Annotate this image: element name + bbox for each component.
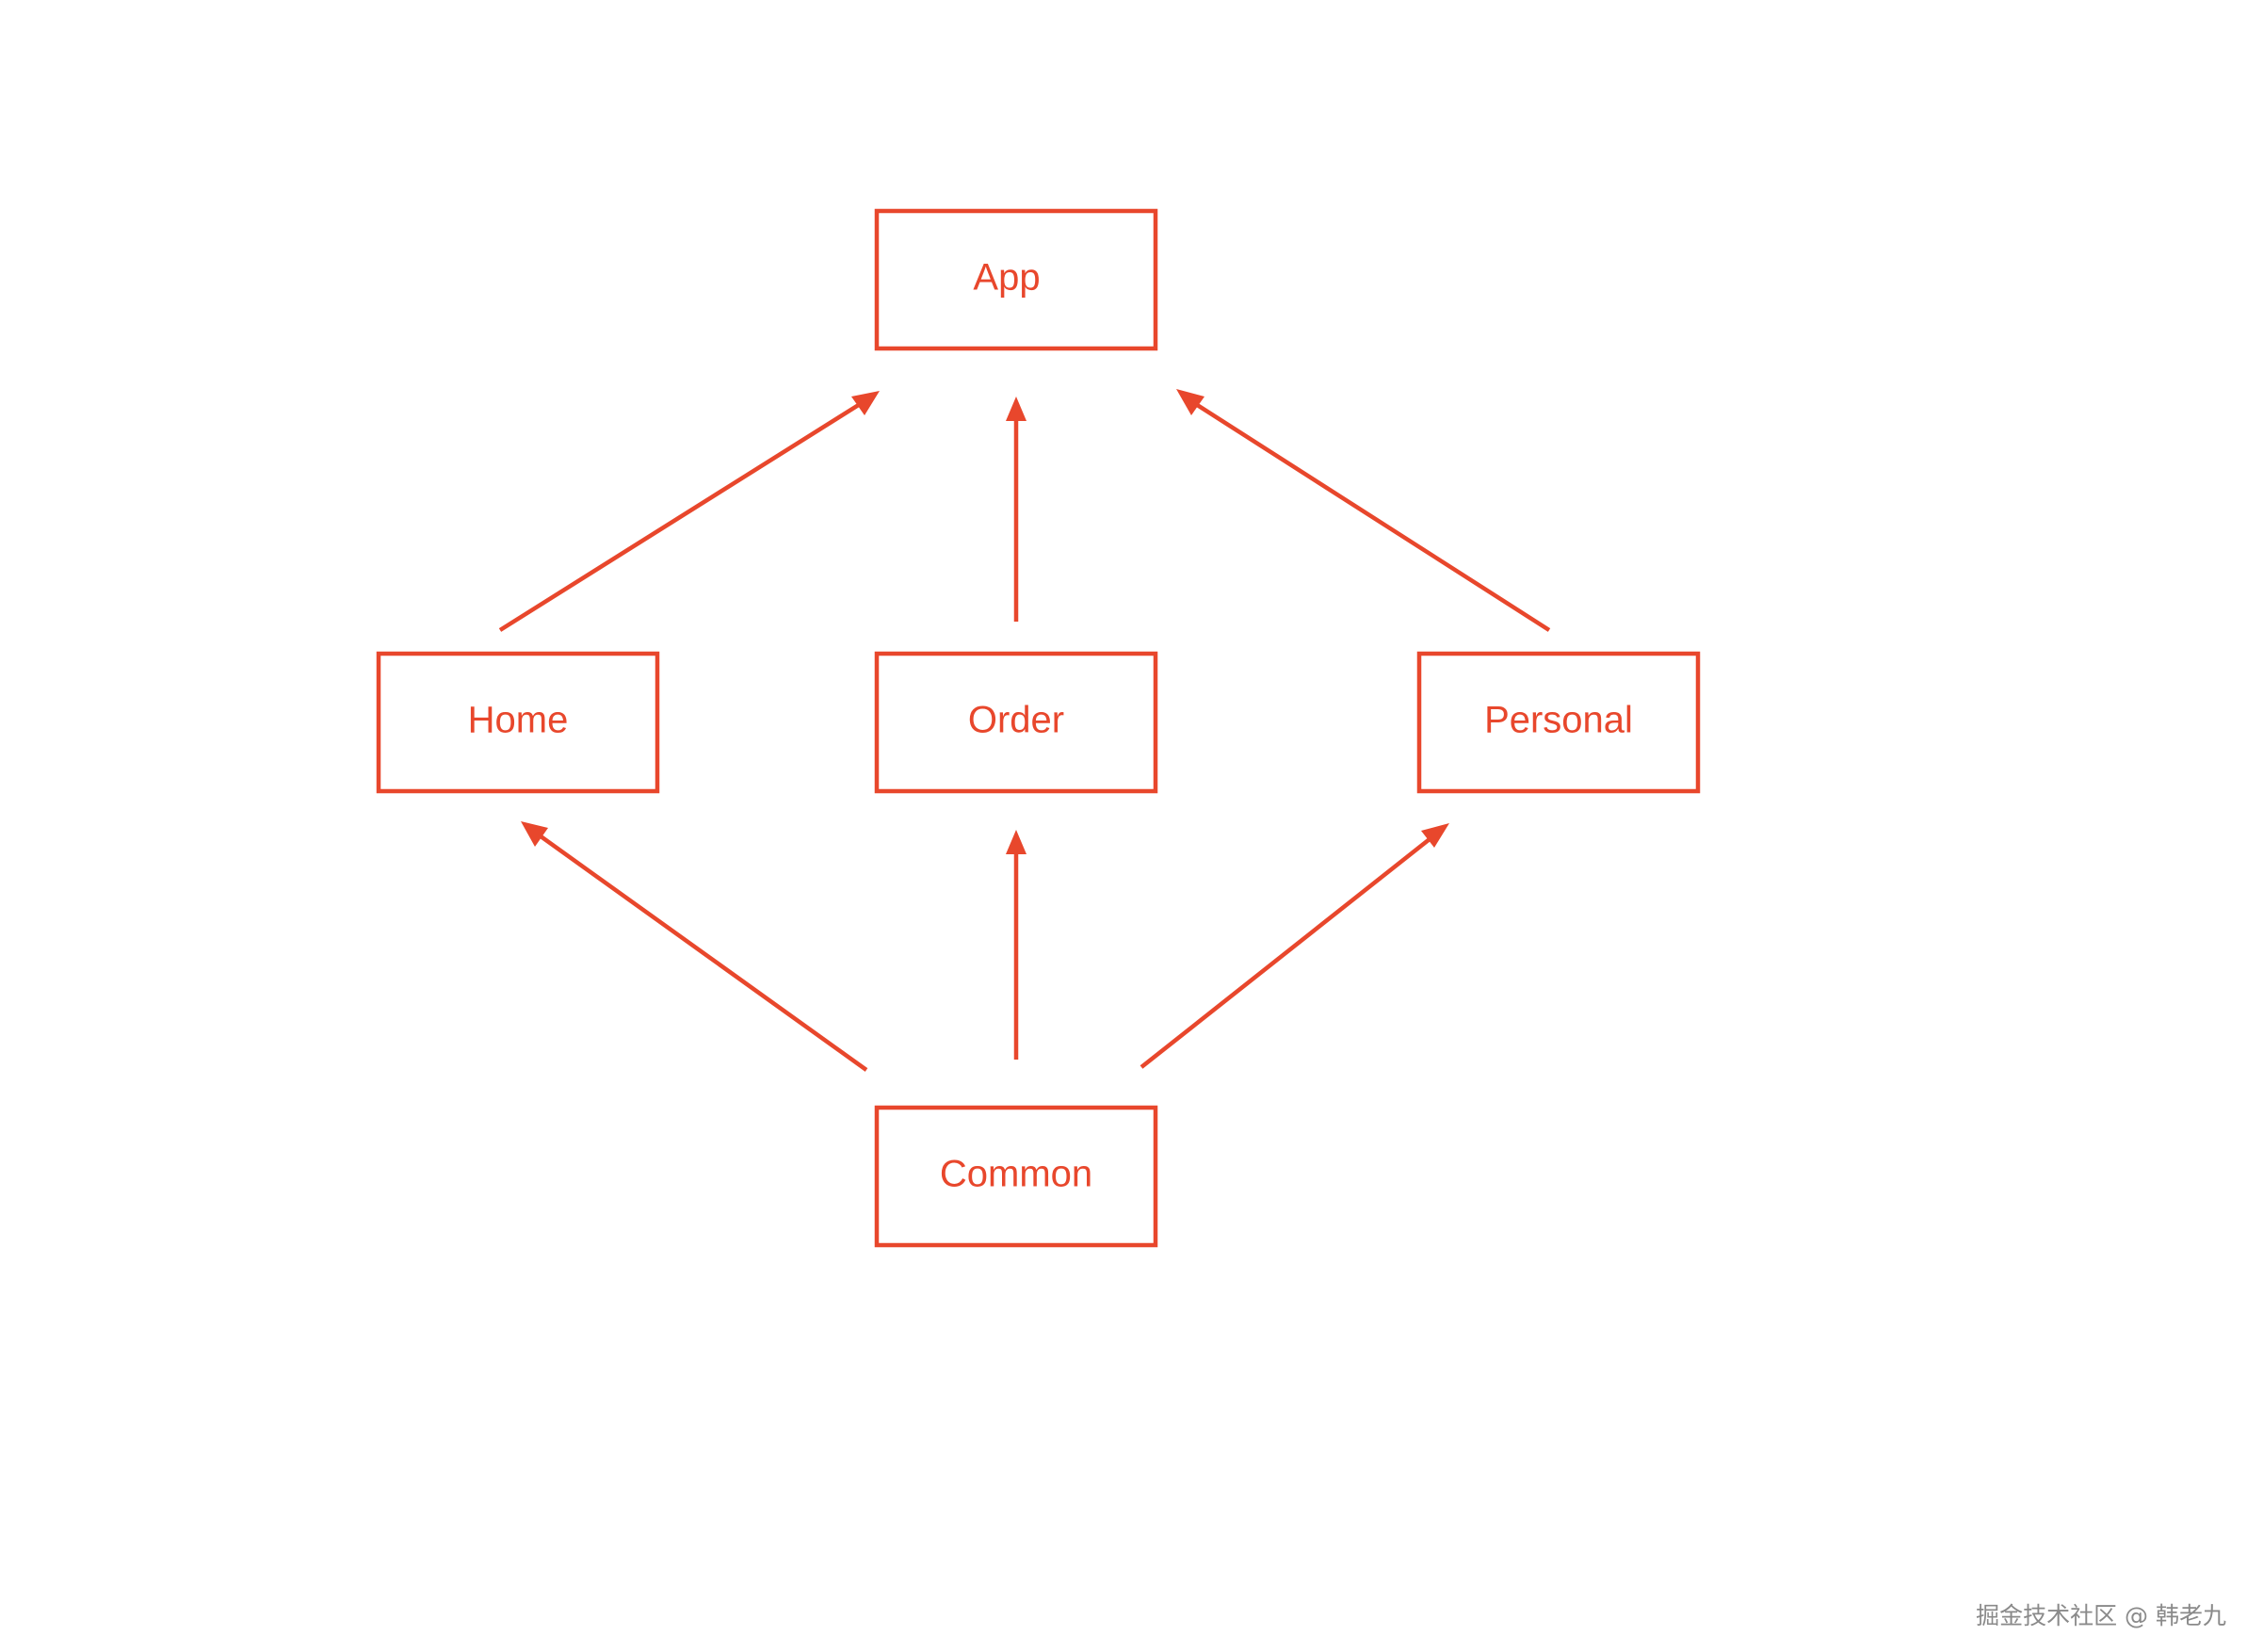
arrowhead-common-to-personal (1421, 823, 1449, 848)
node-order-label: Order (968, 700, 1064, 741)
node-order[interactable]: Order (874, 651, 1158, 794)
node-app[interactable]: App (874, 208, 1158, 351)
node-home[interactable]: Home (376, 651, 660, 794)
edge-home-to-app (498, 399, 866, 632)
arrowhead-personal-to-app (1176, 389, 1204, 415)
arrowhead-common-to-order (1006, 830, 1027, 854)
node-personal-label: Personal (1484, 700, 1633, 741)
arrowhead-home-to-app (851, 391, 880, 415)
node-common[interactable]: Common (874, 1105, 1158, 1248)
edge-common-to-personal (1140, 834, 1436, 1069)
node-common-box (874, 1105, 1158, 1248)
arrowhead-common-to-home (521, 821, 548, 847)
node-home-box (376, 651, 660, 794)
node-common-label: Common (940, 1154, 1092, 1195)
edge-common-to-home (535, 832, 868, 1072)
node-home-label: Home (468, 700, 569, 741)
node-app-label: App (973, 257, 1040, 299)
node-order-box (874, 651, 1158, 794)
node-personal-box (1416, 651, 1701, 794)
edges (498, 389, 1551, 1072)
edge-personal-to-app (1189, 399, 1551, 632)
node-app-box (874, 208, 1158, 351)
arrowhead-order-to-app (1006, 397, 1027, 421)
watermark-text: 掘金技术社区 @ 韩老九 (1976, 1602, 2226, 1629)
node-personal[interactable]: Personal (1416, 651, 1701, 794)
